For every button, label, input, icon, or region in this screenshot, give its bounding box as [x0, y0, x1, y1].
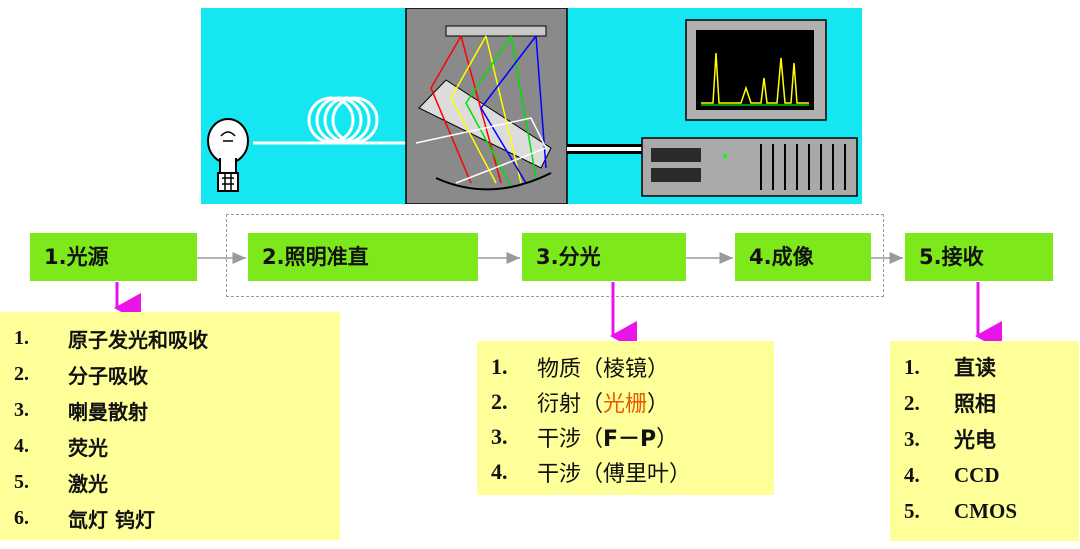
item-text-highlight: 傅里叶 — [603, 461, 670, 487]
computer-case-icon — [641, 137, 858, 197]
item-text: 氙灯 钨灯 — [68, 507, 155, 532]
item-text-highlight: 光栅 — [603, 391, 648, 417]
item-text: CCD — [954, 462, 1000, 487]
item-text: 激光 — [68, 471, 108, 496]
item-text-suffix: ） — [656, 426, 679, 452]
item-text: 照相 — [954, 392, 996, 416]
item-text: 原子发光和吸收 — [68, 327, 208, 352]
item-text-highlight: F－P — [603, 426, 657, 452]
list-item: 1. 原子发光和吸收 — [14, 320, 340, 356]
list-item: 2. 衍射（光栅） — [491, 384, 774, 419]
item-number: 2. — [904, 390, 920, 415]
item-number: 3. — [491, 423, 508, 449]
receiver-list: 1. 直读 2. 照相 3. 光电 4. CCD 5. CMOS — [890, 341, 1079, 541]
item-number: 5. — [14, 470, 29, 493]
step-collimation: 2.照明准直 — [248, 233, 478, 281]
item-text-suffix: ） — [669, 461, 692, 487]
item-text-suffix: ） — [647, 391, 670, 417]
step-label: 1.光源 — [44, 245, 109, 269]
list-item: 1. 直读 — [904, 349, 1079, 385]
item-number: 4. — [491, 458, 508, 484]
item-text: CMOS — [954, 498, 1017, 523]
step-imaging: 4.成像 — [735, 233, 871, 281]
list-item: 4. 干涉（傅里叶） — [491, 454, 774, 489]
item-text: 荧光 — [68, 435, 108, 460]
step-label: 3.分光 — [536, 245, 601, 269]
step-label: 4.成像 — [749, 245, 814, 269]
step-label: 2.照明准直 — [262, 245, 369, 269]
item-text-prefix: 衍射（ — [537, 391, 604, 417]
dispersion-list: 1.物质（棱镜） 2.衍射（光栅） 3.干涉（F－P） 4.干涉（傅里叶） — [477, 341, 774, 495]
light-bulb-icon — [207, 118, 249, 192]
list-item: 6. 氙灯 钨灯 — [14, 500, 340, 536]
list-item: 3. 干涉（F－P） — [491, 419, 774, 454]
item-text: 直读 — [954, 356, 996, 380]
dashed-group-frame — [226, 214, 884, 297]
item-number: 2. — [14, 362, 29, 385]
light-source-list: 1. 原子发光和吸收 2. 分子吸收 3. 喇曼散射 4. 荧光 5. 激光 6. 氙灯 钨… — [0, 312, 340, 540]
item-text: 喇曼散射 — [68, 399, 148, 424]
item-number: 1. — [491, 353, 508, 379]
item-number: 6. — [14, 506, 29, 529]
step-light-source: 1.光源 — [30, 233, 197, 281]
item-text: 分子吸收 — [68, 363, 148, 388]
item-number: 2. — [491, 388, 508, 414]
item-text-prefix: 物质（ — [537, 356, 604, 382]
optical-fiber-coil-icon — [253, 96, 416, 145]
item-number: 4. — [904, 462, 920, 487]
monitor-icon — [685, 19, 827, 121]
item-text-highlight: 棱镜 — [603, 356, 648, 382]
item-number: 4. — [14, 434, 29, 457]
spectrometer-icon — [405, 7, 568, 205]
item-number: 3. — [904, 426, 920, 451]
list-item: 2. 分子吸收 — [14, 356, 340, 392]
item-number: 1. — [904, 354, 920, 379]
item-text-prefix: 干涉（ — [537, 461, 604, 487]
item-text-suffix: ） — [647, 356, 670, 382]
step-label: 5.接收 — [919, 245, 984, 269]
list-item: 5. CMOS — [904, 493, 1079, 529]
item-number: 3. — [14, 398, 29, 421]
step-receiving: 5.接收 — [905, 233, 1053, 281]
list-item: 1. 物质（棱镜） — [491, 349, 774, 384]
list-item: 3. 光电 — [904, 421, 1079, 457]
item-text: 光电 — [954, 428, 996, 452]
list-item: 2. 照相 — [904, 385, 1079, 421]
item-text-prefix: 干涉（ — [537, 426, 604, 452]
item-number: 5. — [904, 498, 920, 523]
list-item: 4. 荧光 — [14, 428, 340, 464]
spectrometer-scene — [201, 7, 862, 205]
list-item: 4. CCD — [904, 457, 1079, 493]
item-number: 1. — [14, 326, 29, 349]
list-item: 3. 喇曼散射 — [14, 392, 340, 428]
step-dispersion: 3.分光 — [522, 233, 686, 281]
list-item: 5. 激光 — [14, 464, 340, 500]
scene-illustration — [207, 7, 858, 205]
